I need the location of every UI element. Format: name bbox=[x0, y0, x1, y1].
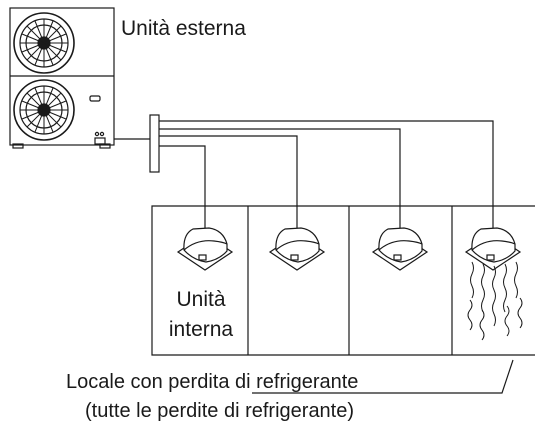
indoor-unit-icon bbox=[176, 227, 234, 271]
fan-icon bbox=[13, 12, 75, 74]
outdoor-unit-icon bbox=[9, 7, 115, 149]
indoor-unit-label: Unità interna bbox=[168, 288, 234, 341]
indoor-unit-icon bbox=[371, 227, 429, 271]
fan-icon bbox=[13, 79, 75, 141]
outdoor-unit-label: Unità esterna bbox=[121, 17, 246, 40]
indoor-unit-icon bbox=[268, 227, 326, 271]
indoor-unit-leaking-icon bbox=[464, 227, 522, 271]
branch-header bbox=[149, 114, 160, 173]
room-sublabel: (tutte le perdite di refrigerante) bbox=[85, 400, 355, 422]
leader-line bbox=[252, 359, 514, 394]
refrigerant-leak-icon bbox=[467, 261, 523, 341]
refrigerant-pipes bbox=[159, 120, 494, 228]
room-partitions bbox=[151, 205, 535, 356]
room-label: Locale con perdita di refrigerante bbox=[66, 371, 359, 393]
